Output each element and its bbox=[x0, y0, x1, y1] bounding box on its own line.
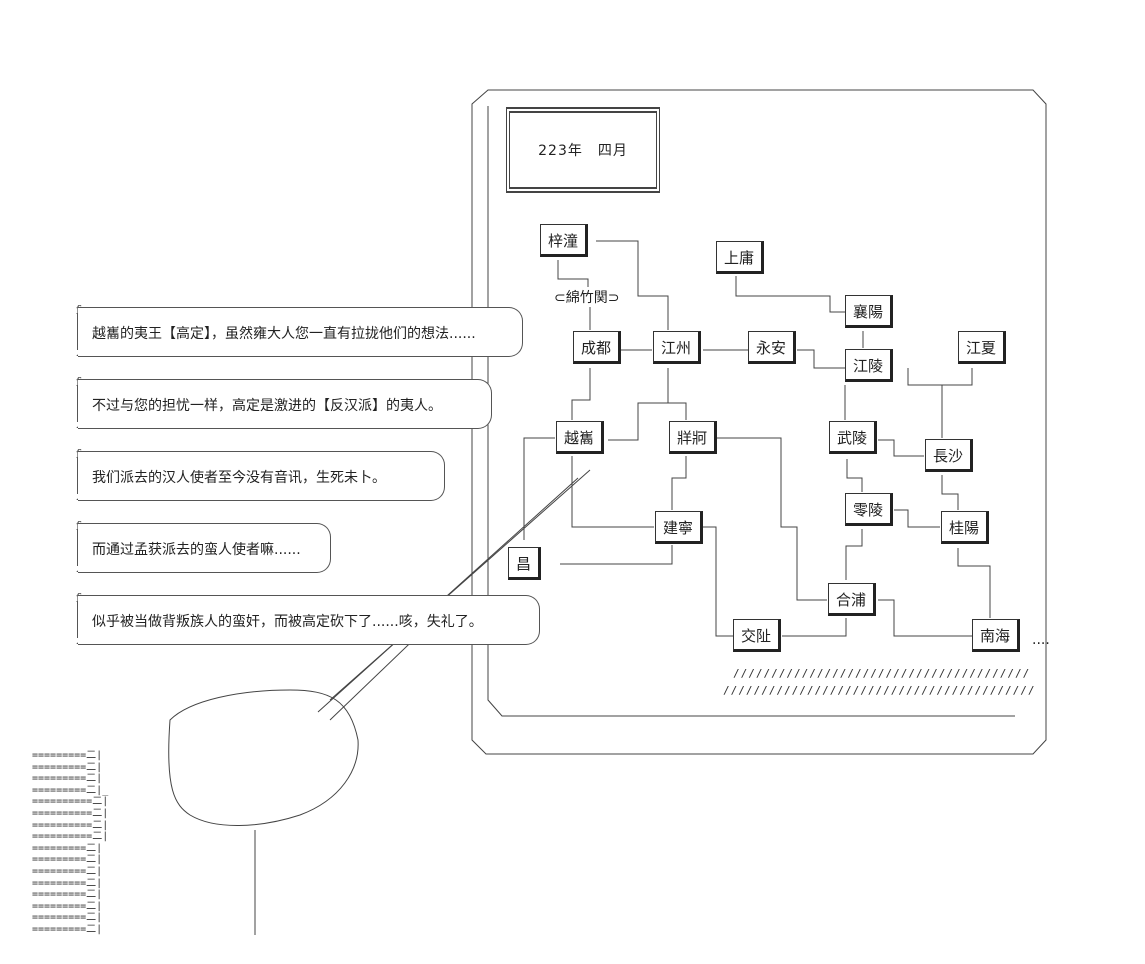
node-jiangling[interactable]: 江陵 bbox=[845, 349, 894, 382]
node-xiangyang[interactable]: 襄陽 bbox=[845, 295, 894, 328]
node-yongan[interactable]: 永安 bbox=[748, 331, 797, 364]
sleeve-art: =========二| =========二| =========二| ====… bbox=[32, 750, 109, 935]
node-chengdu[interactable]: 成都 bbox=[573, 331, 622, 364]
node-wuling[interactable]: 武陵 bbox=[829, 421, 878, 454]
date-text: 223年 四月 bbox=[538, 143, 628, 159]
dialogue-bubble-4: 而通过孟获派去的蛮人使者嘛...... bbox=[77, 523, 331, 573]
node-jianning[interactable]: 建寧 bbox=[655, 511, 704, 544]
node-hepu[interactable]: 合浦 bbox=[828, 583, 877, 616]
node-zitong[interactable]: 梓潼 bbox=[540, 224, 589, 257]
mianzhu-pass-label: ⊂綿竹関⊃ bbox=[552, 287, 622, 307]
dialogue-text: 不过与您的担忧一样，高定是激进的【反汉派】的夷人。 bbox=[92, 398, 442, 414]
dialogue-text: 似乎被当做背叛族人的蛮奸，而被高定砍下了......咳，失礼了。 bbox=[92, 614, 483, 630]
dialogue-bubble-5: 似乎被当做背叛族人的蛮奸，而被高定砍下了......咳，失礼了。 bbox=[77, 595, 540, 645]
node-changsha[interactable]: 長沙 bbox=[925, 439, 974, 472]
map-hatch-bottom: ////////////////////////////////////////… bbox=[723, 684, 1036, 697]
map-ellipsis: .... bbox=[1032, 632, 1050, 648]
dialogue-bubble-3: 我们派去的汉人使者至今没有音讯，生死未卜。 bbox=[77, 451, 445, 501]
date-label: 223年 四月 bbox=[506, 107, 660, 193]
dialogue-text: 越巂的夷王【高定】，虽然雍大人您一直有拉拢他们的想法...... bbox=[92, 326, 476, 342]
dialogue-text: 而通过孟获派去的蛮人使者嘛...... bbox=[92, 542, 301, 558]
node-shangyong[interactable]: 上庸 bbox=[716, 241, 765, 274]
dialogue-bubble-1: 越巂的夷王【高定】，虽然雍大人您一直有拉拢他们的想法...... bbox=[77, 307, 523, 357]
node-jiangzhou[interactable]: 江州 bbox=[653, 331, 702, 364]
node-yuexi[interactable]: 越巂 bbox=[556, 421, 605, 454]
node-lingling[interactable]: 零陵 bbox=[845, 493, 894, 526]
node-jiaozhi[interactable]: 交阯 bbox=[733, 619, 782, 652]
node-nanhai[interactable]: 南海 bbox=[972, 619, 1021, 652]
node-guiyang[interactable]: 桂陽 bbox=[941, 511, 990, 544]
dialogue-text: 我们派去的汉人使者至今没有音讯，生死未卜。 bbox=[92, 470, 386, 486]
node-jiangxia[interactable]: 江夏 bbox=[958, 331, 1007, 364]
dialogue-bubble-2: 不过与您的担忧一样，高定是激进的【反汉派】的夷人。 bbox=[77, 379, 492, 429]
map-hatch-top: /////////////////////////////////////// bbox=[733, 667, 1031, 680]
node-zangke[interactable]: 牂牁 bbox=[669, 421, 718, 454]
node-yongchang[interactable]: 昌 bbox=[508, 547, 542, 580]
